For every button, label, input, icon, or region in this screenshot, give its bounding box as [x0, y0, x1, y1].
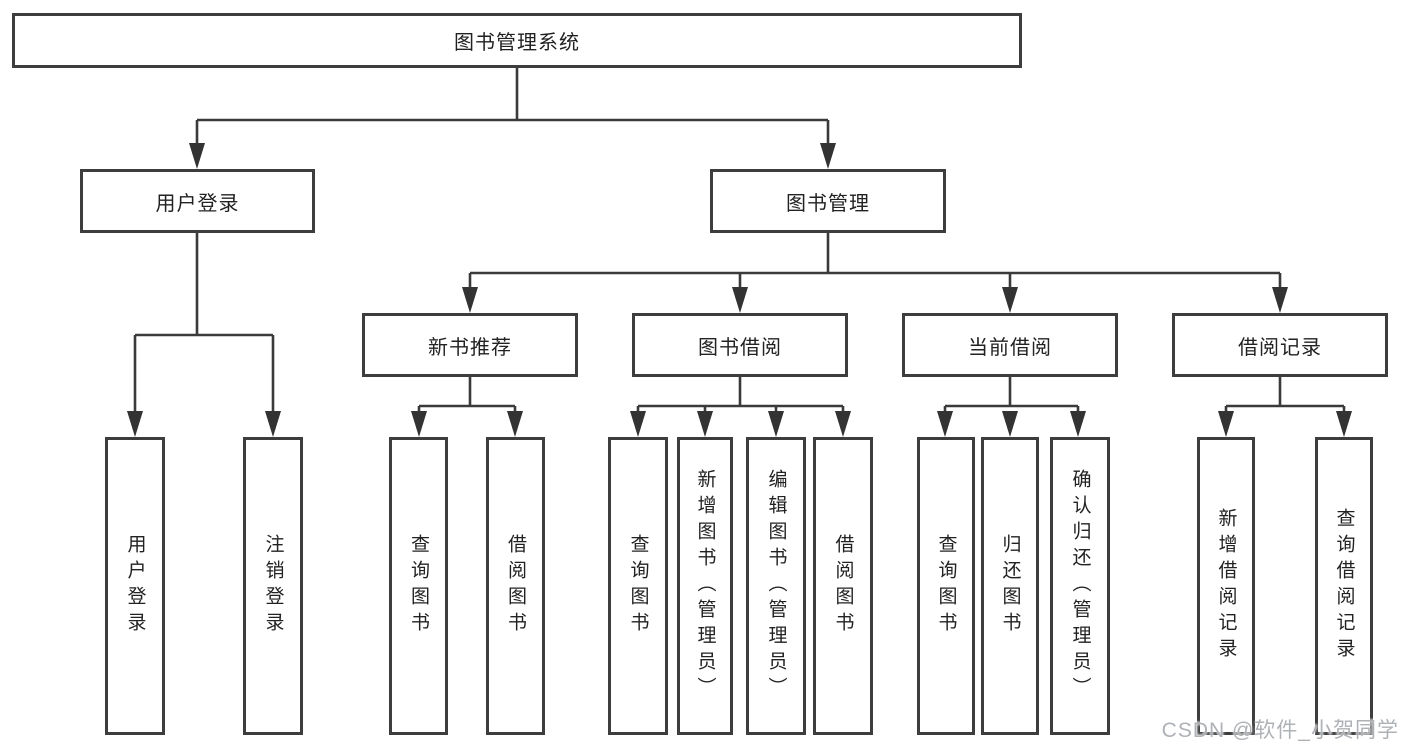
node-borrow-records: 借阅记录	[1172, 313, 1388, 377]
leaf-query-borrow-record: 查询借阅记录	[1315, 437, 1373, 735]
node-new-book-recommend: 新书推荐	[362, 313, 578, 377]
leaf-label: 注销登录	[262, 534, 284, 638]
node-library-management-system: 图书管理系统	[12, 13, 1022, 68]
leaf-return-book: 归还图书	[981, 437, 1039, 735]
node-label: 当前借阅	[968, 336, 1052, 359]
leaf-label: 编辑图书（管理员）	[765, 469, 787, 703]
node-book-management: 图书管理	[710, 169, 946, 233]
node-label: 图书管理系统	[454, 32, 580, 54]
node-label: 用户登录	[155, 192, 240, 215]
leaf-label: 借阅图书	[505, 534, 526, 638]
leaf-logout: 注销登录	[243, 437, 303, 735]
arrowheads	[127, 143, 1352, 437]
leaf-confirm-return-admin: 确认归还（管理员）	[1050, 437, 1110, 735]
leaf-label: 用户登录	[124, 534, 146, 638]
leaf-edit-book-admin: 编辑图书（管理员）	[746, 437, 806, 735]
leaf-user-login: 用户登录	[105, 437, 165, 735]
leaf-label: 查询图书	[408, 534, 429, 638]
leaf-label: 查询图书	[627, 534, 649, 638]
leaf-label: 查询借阅记录	[1333, 508, 1355, 664]
leaf-label: 新增借阅记录	[1215, 508, 1237, 664]
leaf-query-books-borrow: 查询图书	[608, 437, 668, 735]
leaf-borrow-books-recommend: 借阅图书	[486, 437, 545, 735]
leaf-borrow-books: 借阅图书	[813, 437, 873, 735]
node-user-login: 用户登录	[80, 169, 315, 233]
node-current-borrow: 当前借阅	[902, 313, 1118, 377]
leaf-label: 确认归还（管理员）	[1069, 469, 1091, 703]
node-label: 新书推荐	[428, 336, 512, 359]
leaf-query-books-recommend: 查询图书	[389, 437, 448, 735]
leaf-add-borrow-record: 新增借阅记录	[1197, 437, 1255, 735]
leaf-label: 新增图书（管理员）	[694, 469, 716, 703]
node-label: 图书管理	[786, 192, 870, 215]
leaf-label: 借阅图书	[832, 534, 854, 638]
node-label: 图书借阅	[698, 336, 782, 359]
leaf-label: 查询图书	[935, 534, 957, 638]
leaf-label: 归还图书	[999, 534, 1021, 638]
node-label: 借阅记录	[1238, 336, 1322, 359]
leaf-query-books-current: 查询图书	[917, 437, 975, 735]
node-book-borrow: 图书借阅	[632, 313, 848, 377]
leaf-add-book-admin: 新增图书（管理员）	[677, 437, 733, 735]
